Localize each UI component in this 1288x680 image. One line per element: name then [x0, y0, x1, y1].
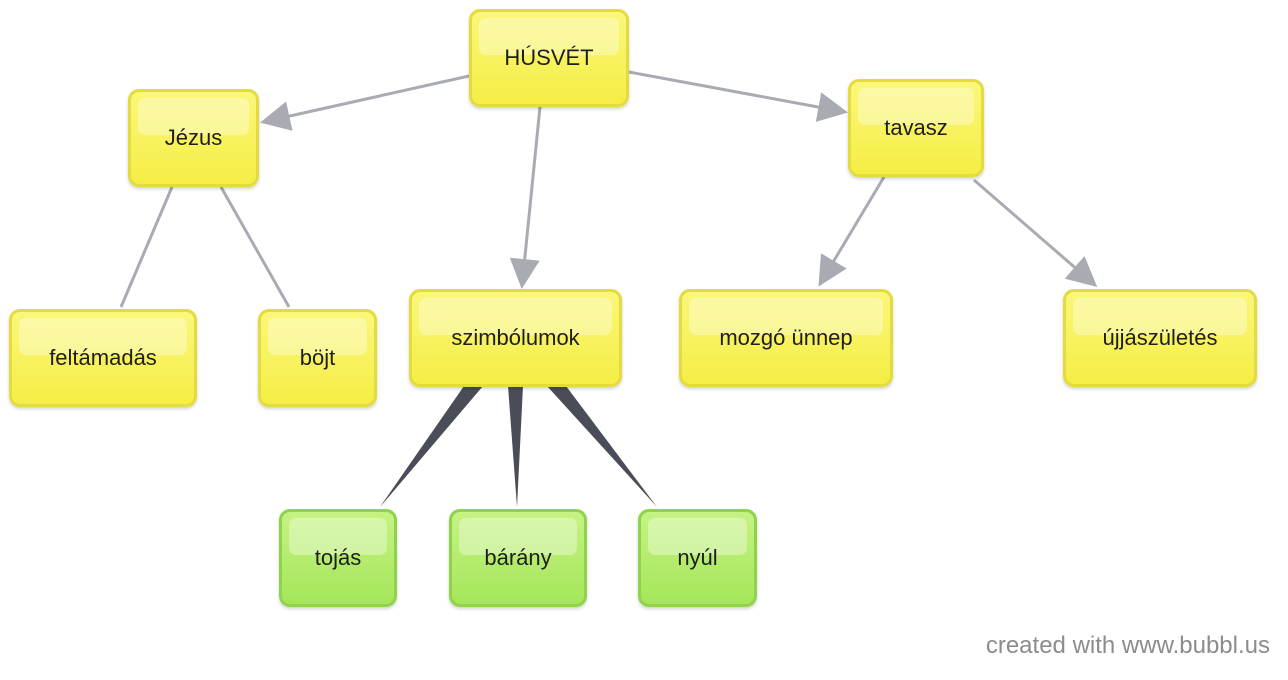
- node-label: Jézus: [164, 125, 223, 150]
- node-barany[interactable]: bárány: [449, 509, 587, 607]
- node-tojas[interactable]: tojás: [279, 509, 397, 607]
- node-label: tojás: [314, 545, 362, 570]
- wedge-szimbolumok-barany: [508, 386, 523, 507]
- arrow-husvet-jezus: [260, 74, 470, 131]
- node-szimbolumok[interactable]: szimbólumok: [409, 289, 622, 387]
- arrow-tavasz-ujjaszul: [973, 178, 1098, 287]
- node-feltamadas[interactable]: feltámadás: [9, 309, 197, 407]
- node-tavasz[interactable]: tavasz: [848, 79, 984, 177]
- node-bojt[interactable]: böjt: [258, 309, 377, 407]
- node-jezus[interactable]: Jézus: [128, 89, 259, 187]
- node-label: feltámadás: [49, 345, 157, 370]
- node-nyul[interactable]: nyúl: [638, 509, 757, 607]
- line-jezus-bojt: [219, 186, 291, 308]
- credit-text: created with www.bubbl.us: [985, 632, 1270, 659]
- wedge-szimbolumok-nyul: [547, 386, 657, 507]
- arrow-husvet-tavasz: [628, 70, 848, 122]
- node-label: bárány: [484, 545, 552, 570]
- node-label: nyúl: [677, 545, 718, 570]
- node-label: szimbólumok: [451, 325, 580, 350]
- node-label: tavasz: [884, 115, 948, 140]
- node-label: újjászületés: [1102, 325, 1218, 350]
- line-jezus-feltamadas: [119, 186, 174, 308]
- node-husvet[interactable]: HÚSVÉT: [469, 9, 629, 107]
- node-ujjaszuletes[interactable]: újjászületés: [1063, 289, 1257, 387]
- node-label: HÚSVÉT: [504, 45, 594, 70]
- node-label: böjt: [299, 345, 336, 370]
- wedge-szimbolumok-tojas: [380, 386, 483, 507]
- arrow-tavasz-mozgo: [818, 176, 886, 287]
- arrow-husvet-szimbolumok: [509, 106, 542, 289]
- node-label: mozgó ünnep: [719, 325, 853, 350]
- node-mozgo-unnep[interactable]: mozgó ünnep: [679, 289, 893, 387]
